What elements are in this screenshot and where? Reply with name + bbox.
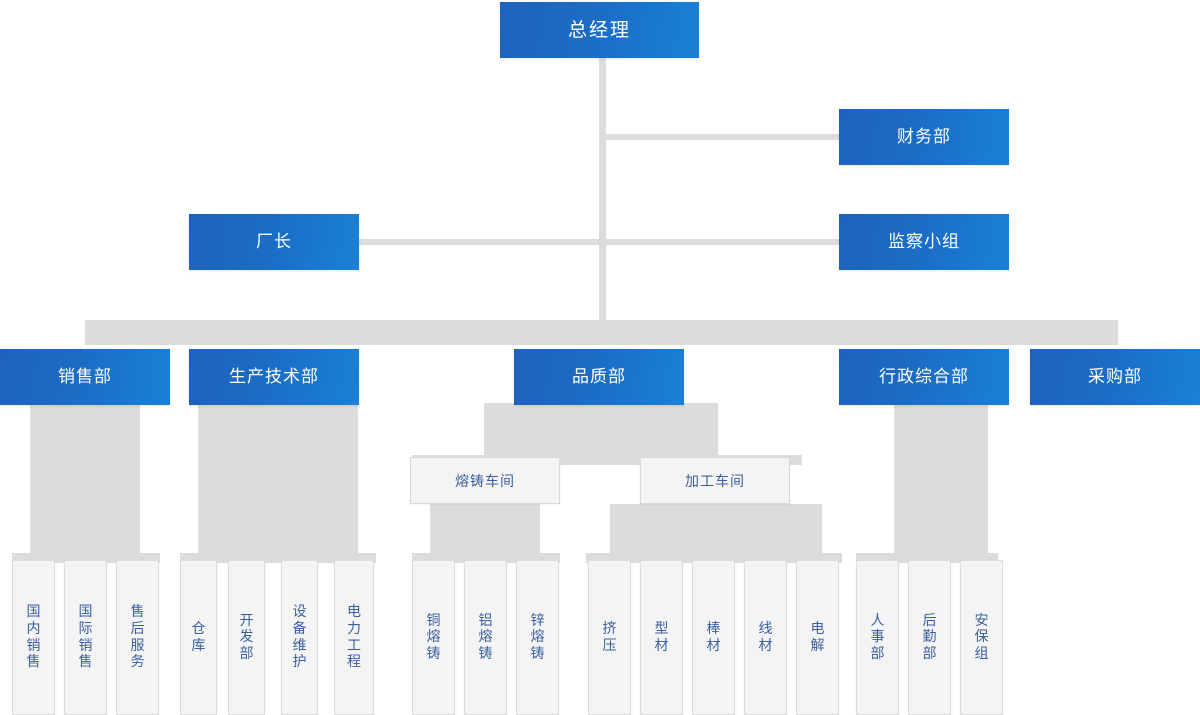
node-label: 国内销售: [26, 604, 41, 671]
node-finance-department[interactable]: 财务部: [839, 109, 1009, 165]
node-label: 生产技术部: [229, 366, 319, 387]
administration-children-bar: [856, 553, 998, 563]
node-label: 人事部: [870, 612, 885, 662]
node-label: 棒材: [706, 620, 721, 654]
node-label: 电力工程: [347, 604, 361, 671]
node-label: 挤压: [602, 620, 617, 654]
node-leaf-wire-material[interactable]: 线材: [744, 560, 787, 715]
node-label: 线材: [758, 620, 773, 654]
sales-children-connector: [30, 403, 140, 563]
casting-children-bar: [412, 553, 560, 563]
node-leaf-aluminum-casting[interactable]: 铝熔铸: [464, 560, 507, 715]
node-department-quality[interactable]: 品质部: [514, 349, 684, 405]
node-label: 品质部: [572, 366, 626, 387]
node-label: 行政综合部: [879, 366, 969, 387]
node-label: 仓库: [191, 620, 206, 654]
administration-children-connector: [894, 403, 988, 563]
node-department-sales[interactable]: 销售部: [0, 349, 170, 405]
node-label: 设备维护: [292, 604, 307, 671]
processing-children-bar: [586, 553, 842, 563]
node-label: 铜熔铸: [426, 612, 441, 662]
node-leaf-logistics[interactable]: 后勤部: [908, 560, 951, 715]
node-label: 铝熔铸: [478, 612, 493, 662]
production-children-connector: [198, 403, 358, 563]
node-leaf-zinc-casting[interactable]: 锌熔铸: [516, 560, 559, 715]
node-leaf-power-engineering[interactable]: 电力工程: [334, 560, 374, 715]
node-leaf-after-sales-service[interactable]: 售后服务: [116, 560, 159, 715]
node-workshop-processing[interactable]: 加工车间: [640, 457, 790, 504]
node-label: 售后服务: [130, 604, 145, 671]
node-label: 电解: [810, 620, 825, 654]
node-department-administration[interactable]: 行政综合部: [839, 349, 1009, 405]
sales-children-bar: [12, 553, 160, 563]
node-leaf-domestic-sales[interactable]: 国内销售: [12, 560, 55, 715]
trunk-vertical-connector: [599, 58, 606, 322]
node-general-manager[interactable]: 总经理: [500, 2, 699, 58]
node-leaf-extrusion[interactable]: 挤压: [588, 560, 631, 715]
node-label: 加工车间: [685, 473, 745, 490]
node-inspection-team[interactable]: 监察小组: [839, 214, 1009, 270]
node-label: 安保组: [974, 612, 989, 662]
quality-workshops-connector: [484, 403, 718, 465]
node-label: 销售部: [58, 366, 112, 387]
node-leaf-warehouse[interactable]: 仓库: [180, 560, 217, 715]
node-label: 国际销售: [78, 604, 93, 671]
node-leaf-bar-material[interactable]: 棒材: [692, 560, 735, 715]
node-leaf-human-resources[interactable]: 人事部: [856, 560, 899, 715]
director-inspection-horizontal-connector: [358, 239, 842, 245]
node-label: 厂长: [256, 231, 292, 252]
node-label: 型材: [654, 620, 669, 654]
node-label: 财务部: [897, 126, 951, 147]
node-leaf-development-department[interactable]: 开发部: [228, 560, 265, 715]
node-leaf-electrolysis[interactable]: 电解: [796, 560, 839, 715]
node-leaf-international-sales[interactable]: 国际销售: [64, 560, 107, 715]
node-factory-director[interactable]: 厂长: [189, 214, 359, 270]
node-leaf-equipment-maintenance[interactable]: 设备维护: [281, 560, 318, 715]
node-label: 后勤部: [922, 612, 937, 662]
node-label: 熔铸车间: [455, 473, 515, 490]
node-department-purchasing[interactable]: 采购部: [1030, 349, 1200, 405]
node-label: 采购部: [1088, 366, 1142, 387]
production-children-bar: [180, 553, 376, 563]
node-leaf-profile[interactable]: 型材: [640, 560, 683, 715]
finance-horizontal-connector: [599, 134, 842, 140]
node-leaf-copper-casting[interactable]: 铜熔铸: [412, 560, 455, 715]
node-label: 锌熔铸: [530, 612, 545, 662]
node-label: 总经理: [567, 18, 631, 41]
node-leaf-security-team[interactable]: 安保组: [960, 560, 1003, 715]
department-distribution-bar: [85, 320, 1118, 345]
node-department-production-technology[interactable]: 生产技术部: [189, 349, 359, 405]
node-workshop-casting[interactable]: 熔铸车间: [410, 457, 560, 504]
node-label: 监察小组: [888, 231, 960, 252]
node-label: 开发部: [239, 612, 254, 662]
